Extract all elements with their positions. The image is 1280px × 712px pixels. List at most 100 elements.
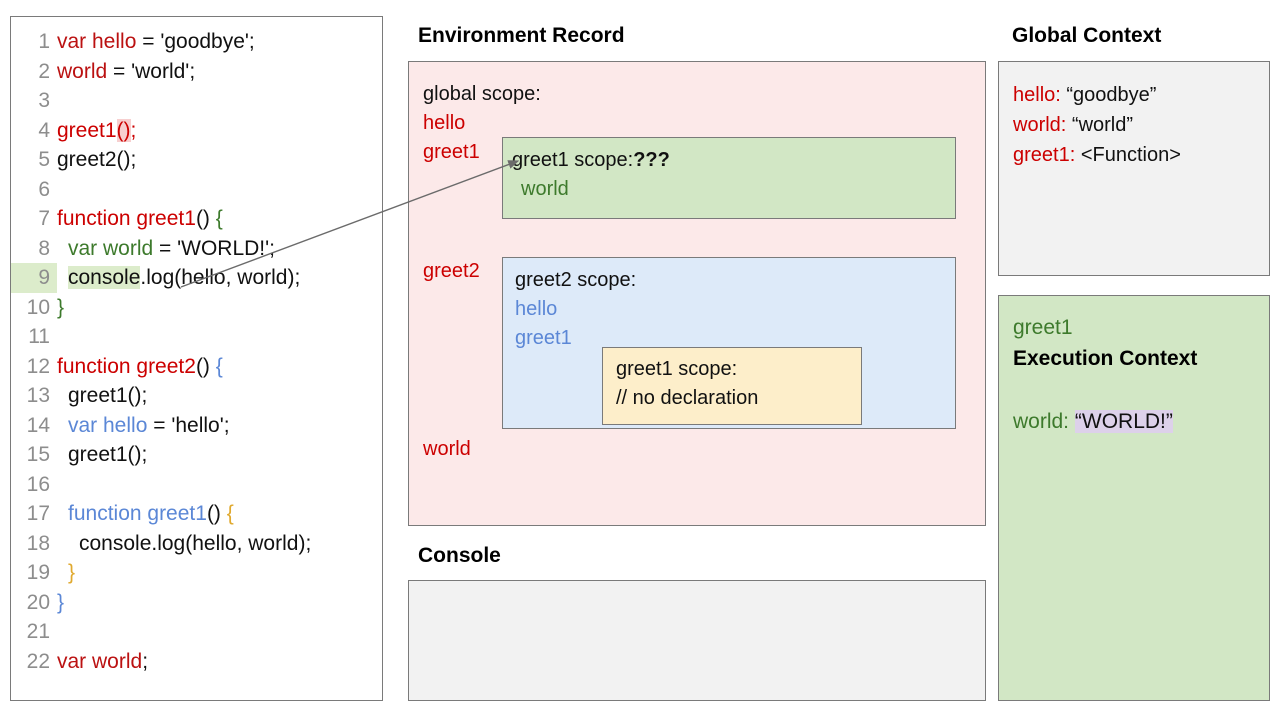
code-line[interactable]: 5 greet2(); [11,145,382,175]
global-context-entry-key: world: [1013,114,1067,136]
code-line-content: var hello = 'hello'; [57,411,230,441]
code-line[interactable]: 20} [11,588,382,618]
code-line-number: 3 [38,89,50,112]
global-binding-greet1: greet1 [423,141,480,163]
code-line-content: function greet1() { [57,204,223,234]
code-token: { [215,354,223,378]
execution-context-box: greet1 Execution Context world: “WORLD!” [998,295,1270,701]
code-line-number: 22 [26,649,50,673]
code-line-number: 13 [26,384,50,407]
code-token: function greet1 [68,502,207,525]
code-token: function greet1 [57,207,196,230]
code-line-content: } [57,558,75,588]
greet1-scope-title-text: greet1 scope: [512,149,634,171]
execution-context-heading: Execution Context [1013,347,1198,370]
code-line-number: 5 [38,148,50,171]
code-token: } [57,590,65,614]
code-line[interactable]: 10} [11,293,382,323]
code-line-content: greet2(); [57,145,136,175]
code-line-number: 19 [26,561,50,584]
code-token: function greet2 [57,354,196,378]
code-line-content: function greet1() { [57,499,234,529]
code-line-number: 8 [38,236,50,260]
code-token: greet1(); [68,384,148,407]
code-line[interactable]: 14 var hello = 'hello'; [11,411,382,441]
code-line-number: 11 [28,325,50,348]
code-line[interactable]: 3 [11,86,382,116]
code-token: var hello [68,413,148,437]
code-token: { [215,207,223,230]
greet2-scope-box: greet2 scope: hello greet1 greet1 scope:… [502,257,956,429]
execution-context-function-name: greet1 [1013,316,1073,339]
code-token: () [206,502,227,525]
global-context-entry: hello: “goodbye” [1013,80,1269,110]
global-binding-world: world [423,438,471,460]
global-scope-label: global scope: [423,83,541,105]
greet2-scope-binding-hello: hello [515,298,558,320]
code-line-number: 16 [26,472,50,496]
global-binding-hello: hello [423,112,466,134]
code-line-content: greet1(); [57,381,147,411]
code-line-number: 14 [26,413,50,437]
console-output-box[interactable] [408,580,986,701]
code-token: var hello [57,30,137,53]
code-token: () [116,118,131,142]
code-line-number: 15 [26,443,50,466]
code-token: () [195,354,216,378]
greet1-scope-binding-world: world [521,178,569,200]
code-line[interactable]: 11 [11,322,382,352]
greet1-scope-unknown-marker: ??? [633,149,670,171]
code-token: console [68,266,141,289]
global-context-title: Global Context [1012,24,1162,47]
code-token: = 'goodbye'; [136,30,255,53]
code-line-content: console.log(hello, world); [57,263,300,293]
code-line[interactable]: 13 greet1(); [11,381,382,411]
code-token: var world [68,236,154,260]
greet1-inner-scope-title: greet1 scope: [616,358,738,380]
code-line[interactable]: 2 world = 'world'; [11,57,382,87]
code-token: = 'world'; [107,59,196,83]
code-line[interactable]: 16 [11,470,382,500]
console-title: Console [418,544,501,567]
code-line-number: 7 [38,207,50,230]
code-token: } [68,561,76,584]
greet1-inner-scope-note: // no declaration [616,387,759,409]
code-line-number: 12 [26,354,50,378]
code-line[interactable]: 12 function greet2() { [11,352,382,382]
code-line[interactable]: 4 greet1(); [11,116,382,146]
code-token: = 'WORLD!'; [153,236,275,260]
code-line-number: 10 [26,295,50,319]
code-token: greet2(); [57,148,137,171]
greet2-scope-binding-greet1: greet1 [515,327,572,349]
code-line[interactable]: 22 var world; [11,647,382,677]
code-token: ; [142,649,149,673]
code-line[interactable]: 7 function greet1() { [11,204,382,234]
code-line-number: 4 [38,118,50,142]
code-line-content: greet1(); [57,116,136,146]
greet1-scope-box: greet1 scope:??? world [502,137,956,219]
code-line[interactable]: 8 var world = 'WORLD!'; [11,234,382,264]
code-token: greet1 [57,118,117,142]
code-line[interactable]: 6 [11,175,382,205]
code-line-content: var world; [57,647,148,677]
global-context-entry-list: hello: “goodbye”world: “world”greet1: <F… [1013,80,1269,170]
code-line[interactable]: 19} [11,558,382,588]
code-token: } [57,295,65,319]
code-token: = 'hello'; [147,413,230,437]
code-line-number: 21 [26,620,50,643]
code-line[interactable]: 21 [11,617,382,647]
code-line-content: world = 'world'; [57,57,195,87]
code-line-number: 2 [38,59,50,83]
global-binding-greet2: greet2 [423,260,480,282]
global-context-entry-value: <Function> [1080,144,1181,166]
code-token: ; [130,118,137,142]
code-line-number: 6 [38,177,50,201]
